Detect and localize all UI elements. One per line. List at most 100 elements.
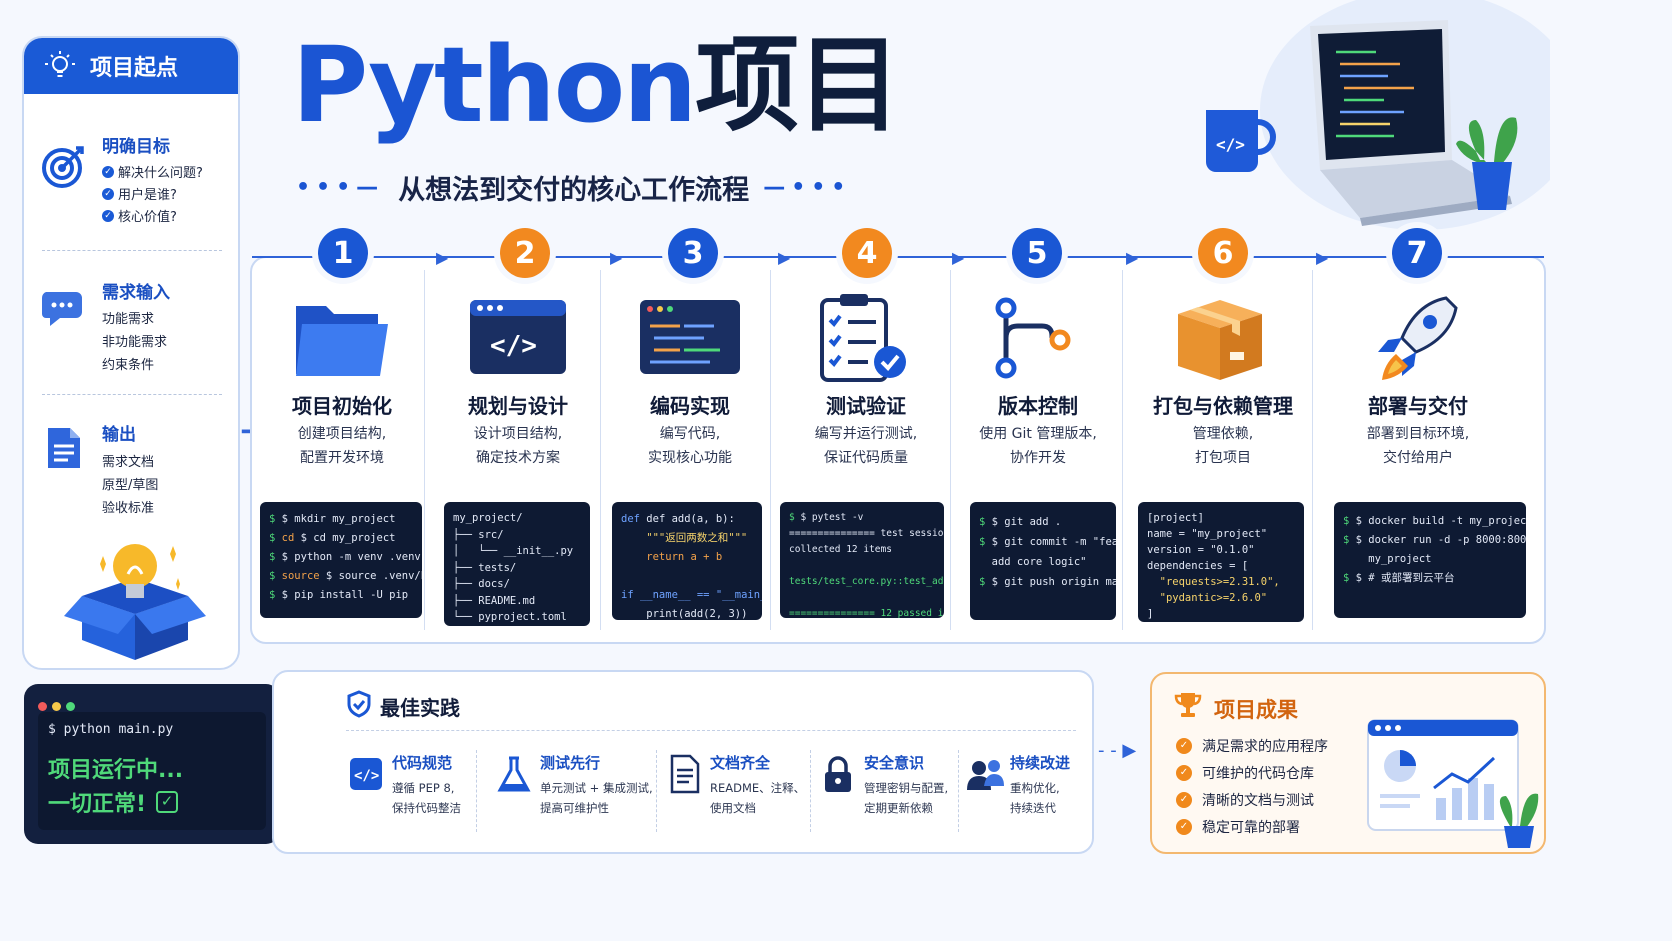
check-icon: ✓ — [102, 209, 114, 222]
document-icon — [48, 428, 80, 468]
practice-separator — [810, 750, 811, 832]
step-title: 部署与交付 — [1368, 394, 1468, 418]
terminal-status-line2: 一切正常!✓ — [48, 786, 179, 818]
step-badge: 7 — [1392, 228, 1442, 278]
result-item: ✓稳定可靠的部署 — [1176, 817, 1300, 837]
step-title: 编码实现 — [650, 394, 730, 418]
output-item: 需求文档 — [102, 455, 155, 470]
dashboard-illustration-icon — [1367, 719, 1539, 848]
lock-icon — [825, 756, 851, 792]
step-separator — [1122, 270, 1124, 630]
check-icon: ✓ — [1176, 738, 1192, 754]
terminal-status-line1: 项目运行中... — [48, 758, 184, 783]
step-description: 管理依赖,打包项目 — [1192, 426, 1254, 466]
shield-icon — [347, 690, 371, 718]
result-item: ✓可维护的代码仓库 — [1176, 763, 1314, 783]
requirement-item: 功能需求 — [102, 312, 155, 327]
trophy-icon — [1174, 693, 1202, 717]
team-icon — [967, 760, 1004, 790]
check-icon: ✓ — [1176, 819, 1192, 835]
output-item: 验收标准 — [102, 501, 155, 516]
clipboard-check-icon — [820, 294, 906, 382]
step-badge: 1 — [318, 228, 368, 278]
svg-text:</>: </> — [354, 768, 379, 784]
step-separator — [424, 270, 426, 630]
document-icon — [670, 754, 700, 794]
page-subtitle: •••—从想法到交付的核心工作流程—••• — [296, 175, 852, 206]
step-badge: 6 — [1198, 228, 1248, 278]
arrow-right-icon: ▶ — [1316, 248, 1329, 267]
check-icon: ✓ — [1176, 792, 1192, 808]
step-separator — [1312, 270, 1314, 630]
practice-title: 测试先行 — [540, 754, 601, 772]
terminal-window: $ python main.py 项目运行中... 一切正常!✓ — [24, 684, 280, 844]
goal-section-title: 明确目标 — [102, 137, 170, 157]
step-7-code-block: $ $ docker build -t my_project . $ $ doc… — [1334, 502, 1526, 618]
practice-desc: 重构优化,持续迭代 — [1010, 781, 1060, 815]
arrow-right-icon: ▶ — [778, 248, 791, 267]
flask-icon — [497, 756, 531, 792]
step-description: 创建项目结构,配置开发环境 — [297, 426, 387, 466]
git-branch-icon — [995, 297, 1071, 379]
best-practices-panel: 最佳实践 </> 代码规范 遵循 PEP 8,保持代码整洁 测试先行 单元测试 … — [272, 670, 1094, 854]
arrow-right-icon: ▶ — [436, 248, 449, 267]
window-controls — [38, 696, 266, 715]
laptop-illustration-icon: </> — [1206, 0, 1550, 230]
step-separator — [600, 270, 602, 630]
check-icon: ✓ — [102, 187, 114, 200]
check-icon: ✓ — [1176, 765, 1192, 781]
code-window-icon: </> — [470, 300, 566, 374]
step-badge: 4 — [842, 228, 892, 278]
step-title: 测试验证 — [826, 394, 906, 418]
rocket-icon — [1378, 296, 1458, 380]
project-results-title: 项目成果 — [1214, 698, 1298, 722]
practice-title: 持续改进 — [1010, 754, 1071, 772]
section-divider — [42, 250, 222, 251]
goal-item: ✓核心价值? — [102, 206, 177, 225]
arrow-right-icon: ▶ — [952, 248, 965, 267]
arrow-right-icon: ▶ — [610, 248, 623, 267]
requirement-section-title: 需求输入 — [102, 283, 170, 303]
output-item: 原型/草图 — [102, 478, 159, 493]
best-practices-title: 最佳实践 — [380, 696, 460, 720]
step-title: 项目初始化 — [292, 394, 392, 418]
page-title: Python项目 — [292, 24, 901, 146]
step-description: 部署到目标环境,交付给用户 — [1366, 426, 1470, 466]
step-title: 打包与依赖管理 — [1153, 394, 1293, 418]
step-3-code-block: def def add(a, b): """返回两数之和""" return a… — [612, 502, 762, 620]
checkbox-check-icon: ✓ — [156, 791, 179, 813]
step-1-code-block: $ $ mkdir my_project $ cd $ cd my_projec… — [260, 502, 422, 618]
step-badge: 2 — [500, 228, 550, 278]
result-item: ✓清晰的文档与测试 — [1176, 790, 1314, 810]
requirement-item: 约束条件 — [102, 358, 155, 373]
svg-text:</>: </> — [490, 331, 537, 361]
output-section-title: 输出 — [102, 425, 136, 445]
step-badge: 3 — [668, 228, 718, 278]
practice-desc: 管理密钥与配置,定期更新依赖 — [864, 781, 949, 815]
svg-text:</>: </> — [1216, 135, 1245, 154]
requirement-item: 非功能需求 — [102, 335, 168, 350]
step-separator — [770, 270, 772, 630]
project-results-panel: 项目成果 ✓满足需求的应用程序 ✓可维护的代码仓库 ✓清晰的文档与测试 ✓稳定可… — [1150, 672, 1546, 854]
step-description: 编写并运行测试,保证代码质量 — [814, 426, 918, 466]
result-item: ✓满足需求的应用程序 — [1176, 736, 1328, 756]
lightbulb-icon — [45, 51, 75, 77]
practice-separator — [656, 750, 657, 832]
process-flow-line — [252, 256, 1544, 258]
project-start-panel: 项目起点 明确目标 ✓解决什么问题? ✓用户是谁? ✓核心价值? 需求输入 功能… — [22, 36, 240, 670]
arrow-right-icon: ▶ — [1126, 248, 1139, 267]
practice-separator — [476, 750, 477, 832]
goal-item: ✓用户是谁? — [102, 184, 177, 203]
code-tag-icon: </> — [350, 758, 382, 790]
step-2-code-block: my_project/ ├── src/ │ └── __init__.py ├… — [444, 502, 590, 626]
practice-desc: 单元测试 + 集成测试,提高可维护性 — [540, 781, 653, 815]
editor-icon — [640, 300, 740, 374]
step-title: 版本控制 — [998, 394, 1078, 418]
practice-title: 安全意识 — [864, 754, 925, 772]
step-description: 设计项目结构,确定技术方案 — [473, 426, 563, 466]
practice-title: 代码规范 — [392, 754, 453, 772]
arrow-right-icon: - - ▶ — [1098, 740, 1137, 761]
best-practices-divider — [346, 730, 1076, 731]
step-separator — [950, 270, 952, 630]
folder-icon — [296, 306, 388, 376]
